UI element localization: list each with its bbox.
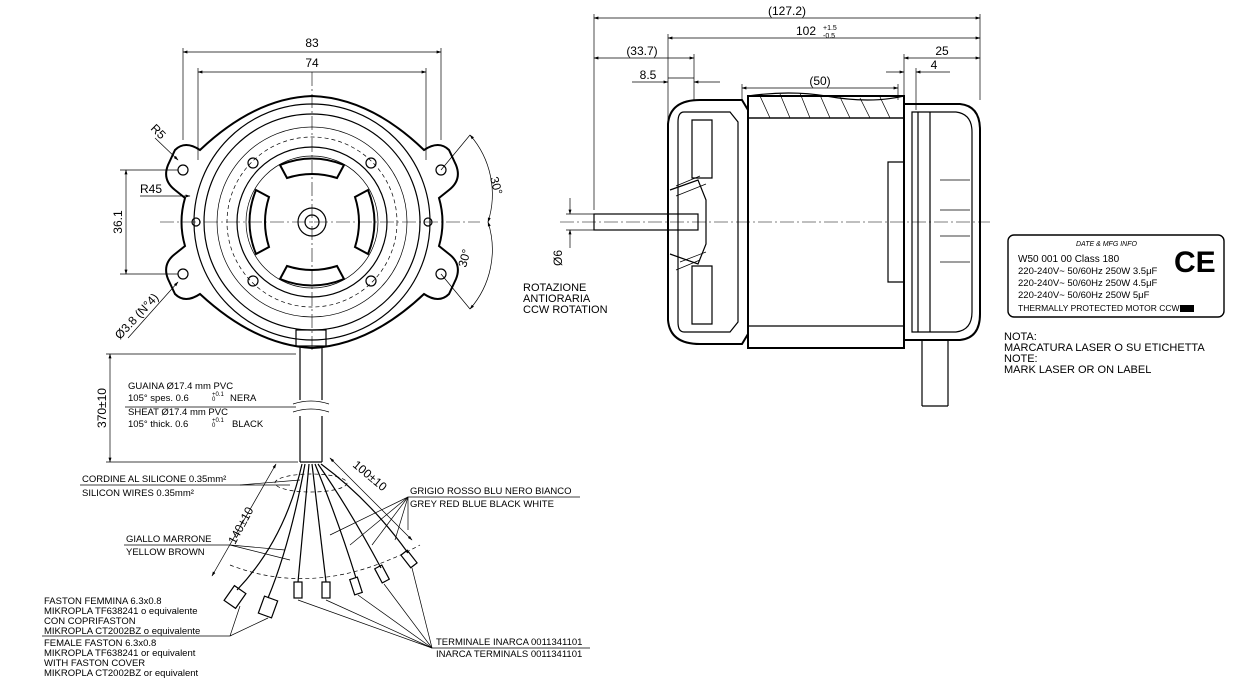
sheath-it-3: NERA — [230, 393, 257, 404]
dim-flange-radius: R45 — [140, 182, 162, 196]
dim-lead-short: 100±10 — [350, 458, 390, 495]
tol-low-1: 0 — [212, 397, 216, 403]
sheath-en-3: BLACK — [232, 419, 264, 430]
dim-shaft-step: 8.5 — [640, 68, 657, 82]
plate-color-mark — [1180, 305, 1194, 312]
dim-angle-bottom: 30° — [455, 247, 473, 268]
plate-footer: THERMALLY PROTECTED MOTOR CCW — [1018, 303, 1180, 313]
cable: 370±10 — [95, 346, 330, 463]
vent-bottom — [278, 264, 346, 287]
rotation-it-1: ROTAZIONE — [523, 282, 586, 294]
dim-rear-length: 25 — [935, 44, 949, 58]
wires-label-en: SILICON WIRES 0.35mm² — [82, 488, 194, 499]
side-view: (127.2) 102 +1.5 -0.5 (33.7) 8.5 (50) 25… — [523, 4, 990, 407]
terminals-label-it: TERMINALE INARCA 0011341101 — [436, 637, 582, 648]
faston-yellow — [223, 584, 247, 610]
stator-section — [747, 92, 905, 119]
dim-angle-top: 30° — [487, 175, 505, 196]
terminal-5 — [400, 549, 418, 569]
sheath-it-2: 105° spes. 0.6 — [128, 393, 189, 404]
front-view: 83 74 R5 R45 36.1 30° 30° Ø3.8 (N°4) — [111, 36, 505, 350]
vent-top — [278, 157, 346, 180]
cable-gland — [295, 329, 327, 347]
note-en-title: NOTE: — [1004, 353, 1038, 365]
shaft-boss — [297, 207, 327, 237]
front-endshield — [667, 99, 749, 345]
plate-line-2: 220-240V~ 50/60Hz 250W 4.5μF — [1018, 278, 1158, 289]
plate-model: W50 001 00 Class 180 — [1018, 254, 1120, 265]
faston-line-2: MIKROPLA TF638241 o equivalente — [44, 606, 198, 617]
ce-mark: CE — [1174, 246, 1216, 279]
plate-header: DATE & MFG INFO — [1076, 241, 1137, 248]
rotation-it-2: ANTIORARIA — [523, 293, 591, 305]
faston-line-8: MIKROPLA CT2002BZ or equivalent — [44, 668, 199, 679]
ring-3 — [216, 126, 408, 318]
tol-low-2: 0 — [212, 423, 216, 429]
dim-shaft-extension: (33.7) — [626, 44, 657, 58]
faston-line-7: WITH FASTON COVER — [44, 658, 145, 669]
plate-line-1: 220-240V~ 50/60Hz 250W 3.5μF — [1018, 266, 1158, 277]
sheath-spec: GUAINA Ø17.4 mm PVC 105° spes. 0.6 +0.1 … — [125, 381, 296, 430]
colors2-label-en: YELLOW BROWN — [126, 547, 205, 558]
dim-overall-width: 83 — [305, 36, 319, 50]
tol-up-1: +0.1 — [212, 392, 225, 398]
note-it-text: MARCATURA LASER O SU ETICHETTA — [1004, 342, 1205, 354]
terminal-2 — [321, 581, 331, 599]
sheath-en-2: 105° thick. 0.6 — [128, 419, 188, 430]
dim-overall-length: (127.2) — [768, 4, 806, 18]
rear-endshield — [903, 103, 981, 341]
vent-right — [353, 188, 376, 256]
faston-line-5: FEMALE FASTON 6.3x0.8 — [44, 638, 156, 649]
terminal-3 — [348, 576, 364, 596]
faston-line-1: FASTON FEMMINA 6.3x0.8 — [44, 596, 162, 607]
plate-line-3: 220-240V~ 50/60Hz 250W 5μF — [1018, 290, 1150, 301]
hub-ring — [236, 146, 388, 298]
label-plate: DATE & MFG INFO W50 001 00 Class 180 220… — [1007, 234, 1225, 318]
terminal-1 — [293, 581, 303, 599]
colors-label-it: GRIGIO ROSSO BLU NERO BIANCO — [410, 486, 572, 497]
faston-line-6: MIKROPLA TF638241 or equivalent — [44, 648, 196, 659]
terminals-label-en: INARCA TERMINALS 0011341101 — [436, 649, 582, 660]
tol-up-2: +0.1 — [212, 418, 225, 424]
hub-ring-inner — [245, 155, 379, 289]
dim-vertical-spacing: 36.1 — [111, 210, 125, 234]
sheath-en-1: SHEAT Ø17.4 mm PVC — [128, 407, 228, 418]
vent-left — [248, 188, 271, 256]
dim-rear-step: 4 — [931, 58, 938, 72]
dim-shaft-diameter: Ø6 — [551, 250, 565, 266]
dim-hole-spacing: 74 — [305, 56, 319, 70]
dim-stator-length: (50) — [809, 74, 830, 88]
dim-body-tol-up: +1.5 — [823, 25, 837, 32]
label-plate-border — [1007, 234, 1225, 318]
shaft — [593, 213, 699, 231]
notes: NOTA: MARCATURA LASER O SU ETICHETTA NOT… — [1004, 331, 1205, 376]
terminal-4 — [373, 564, 391, 584]
faston-line-3: CON COPRIFASTON — [44, 616, 136, 627]
bolt-circle — [226, 136, 398, 308]
wire-fan: 100±10 140±10 CORDINE AL SILICONE 0.35mm… — [42, 458, 590, 679]
colors2-label-it: GIALLO MARRONE — [126, 534, 212, 545]
dim-body-length: 102 — [796, 24, 816, 38]
faston-brown — [257, 595, 279, 619]
note-en-text: MARK LASER OR ON LABEL — [1004, 364, 1151, 376]
note-it-title: NOTA: — [1004, 331, 1037, 343]
dim-corner-radius: R5 — [148, 121, 169, 142]
wire-bundle-ellipse — [274, 473, 348, 493]
colors-label-en: GREY RED BLUE BLACK WHITE — [410, 499, 554, 510]
outer-ring — [193, 103, 431, 341]
faston-line-4: MIKROPLA CT2002BZ o equivalente — [44, 626, 200, 637]
flange-outline — [165, 94, 459, 350]
dim-holes: Ø3.8 (N°4) — [112, 290, 161, 342]
sheath-it-1: GUAINA Ø17.4 mm PVC — [128, 381, 233, 392]
mounting-holes — [177, 157, 447, 287]
dim-lead-long: 140±10 — [225, 504, 256, 546]
wires-label-it: CORDINE AL SILICONE 0.35mm² — [82, 474, 226, 485]
shaft-end — [304, 214, 320, 230]
rotation-en: CCW ROTATION — [523, 304, 608, 316]
dim-cable-length: 370±10 — [95, 388, 109, 428]
dim-body-tol-low: -0.5 — [823, 33, 835, 40]
